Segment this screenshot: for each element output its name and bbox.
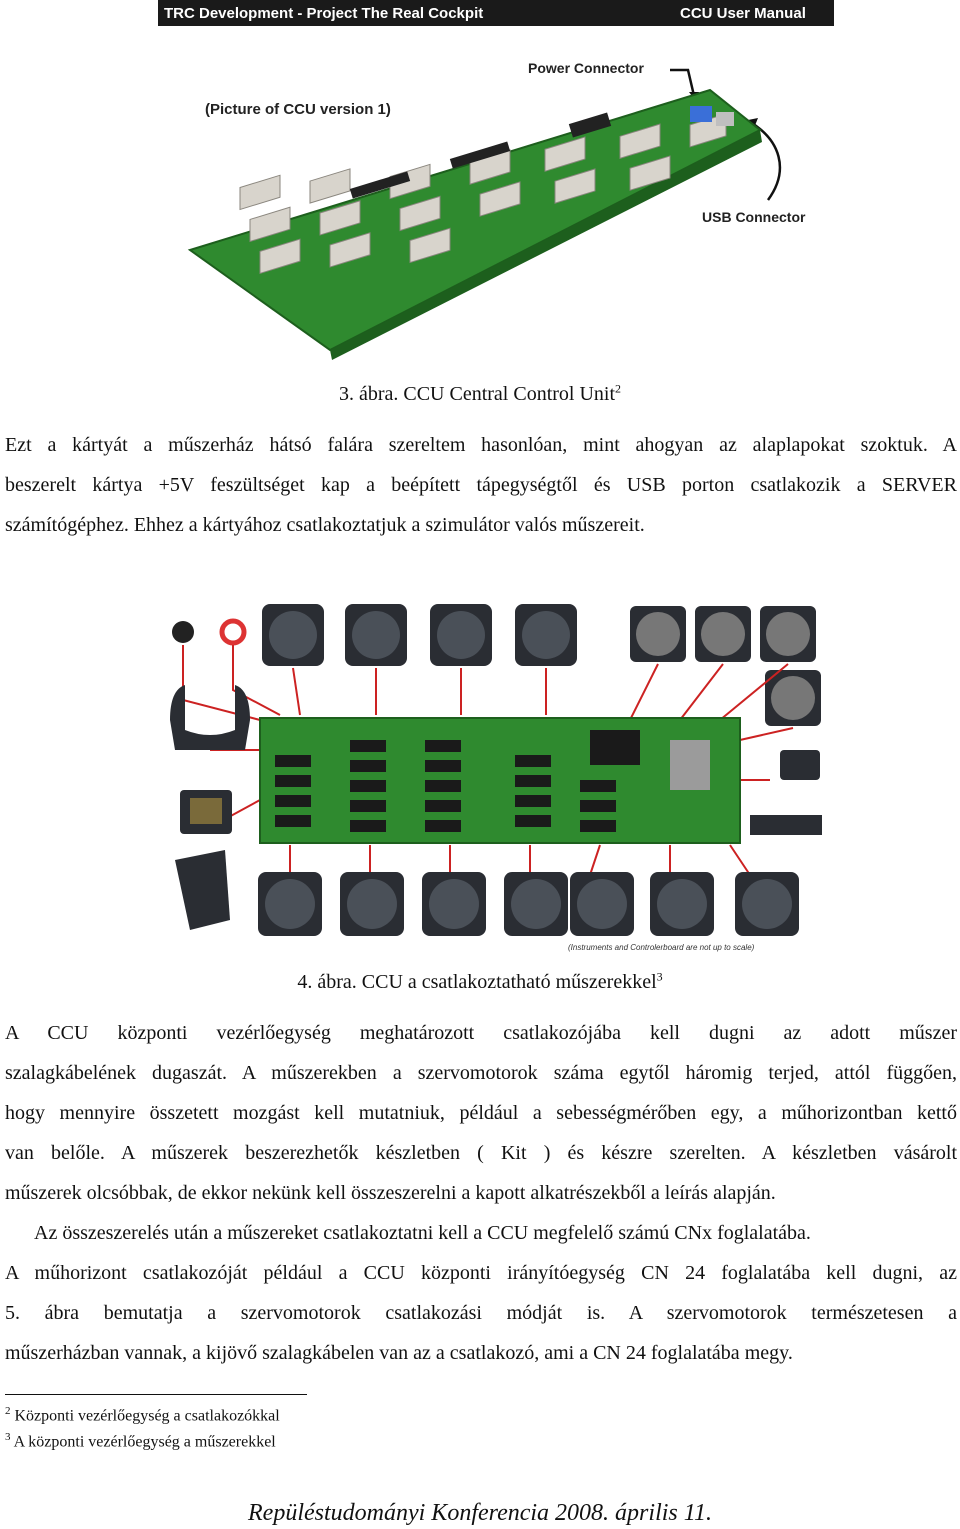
footnote-text: Központi vezérlőegység a csatlakozókkal <box>14 1407 280 1425</box>
radio-panel <box>780 750 820 780</box>
ccu-board-figure: TRC Development - Project The Real Cockp… <box>158 0 834 360</box>
power-socket <box>716 112 734 126</box>
footnote-number: 2 <box>5 1405 11 1417</box>
display-strip <box>750 815 822 835</box>
usb-port <box>690 106 712 122</box>
footnote-number: 3 <box>5 1431 11 1443</box>
footnote-3: 3 A központi vezérlőegység a műszerekkel <box>5 1431 276 1451</box>
paragraph-2: A CCU központi vezérlőegység meghatározo… <box>5 1013 957 1213</box>
ccu-instruments-figure: (Instruments and Controlerboard are not … <box>170 604 822 952</box>
footnote-ref: 2 <box>615 381 622 396</box>
power-connector-label: Power Connector <box>528 60 644 76</box>
scale-note: (Instruments and Controlerboard are not … <box>568 943 755 952</box>
yoke-controller <box>170 685 250 750</box>
ccu-board <box>259 717 741 844</box>
footnote-2: 2 Központi vezérlőegység a csatlakozókka… <box>5 1405 280 1425</box>
power-arrow <box>670 68 697 101</box>
picture-label: (Picture of CCU version 1) <box>205 101 391 118</box>
text-line: műszerek olcsóbbak, de ekkor nekünk kell… <box>5 1182 776 1204</box>
instrument-gauges-top <box>172 604 821 726</box>
text-line: szalagkábelének dugaszát. A műszerekben … <box>5 1062 957 1084</box>
text-line: van belőle. A műszerek beszerezhetők kés… <box>5 1142 957 1164</box>
text-line: műszerházban vannak, a kijövő szalagkábe… <box>5 1342 793 1364</box>
paragraph-1: Ezt a kártyát a műszerház hátsó falára s… <box>5 425 957 545</box>
caption-text: 4. ábra. CCU a csatlakoztatható műszerek… <box>297 971 657 993</box>
figure-3-caption: 3. ábra. CCU Central Control Unit2 <box>0 381 960 406</box>
text-line: számítógéphez. Ehhez a kártyához csatlak… <box>5 514 645 536</box>
paragraph-3: Az összeszerelés után a műszereket csatl… <box>5 1213 957 1373</box>
caption-text: 3. ábra. CCU Central Control Unit <box>338 383 616 405</box>
cables <box>182 645 794 876</box>
chips <box>349 112 612 199</box>
text-line: A műhorizont csatlakozóját például a CCU… <box>5 1262 957 1284</box>
manual-header-bar <box>158 0 834 26</box>
throttle-controller <box>175 850 230 930</box>
text-line: A CCU központi vezérlőegység meghatározo… <box>5 1022 957 1044</box>
figure-4-caption: 4. ábra. CCU a csatlakoztatható műszerek… <box>0 969 960 994</box>
board-connectors <box>275 730 710 832</box>
usb-connector-label: USB Connector <box>702 209 806 225</box>
footnote-separator <box>5 1394 307 1395</box>
manual-header-right: CCU User Manual <box>680 5 806 22</box>
footnote-text: A központi vezérlőegység a műszerekkel <box>13 1433 276 1451</box>
text-line: beszerelt kártya +5V feszültséget kap a … <box>5 474 957 496</box>
manual-header-left: TRC Development - Project The Real Cockp… <box>164 5 483 22</box>
footnote-ref: 3 <box>656 969 663 984</box>
page-footer: Repüléstudományi Konferencia 2008. ápril… <box>248 1500 712 1526</box>
connector-blocks <box>239 113 727 275</box>
text-line: Ezt a kártyát a műszerház hátsó falára s… <box>5 434 957 456</box>
instrument-gauges-bottom <box>258 872 799 936</box>
text-line: Az összeszerelés után a műszereket csatl… <box>34 1222 811 1244</box>
text-line: 5. ábra bemutatja a szervomotorok csatla… <box>5 1302 957 1324</box>
text-line: hogy mennyire összetett mozgást kell mut… <box>5 1102 957 1124</box>
